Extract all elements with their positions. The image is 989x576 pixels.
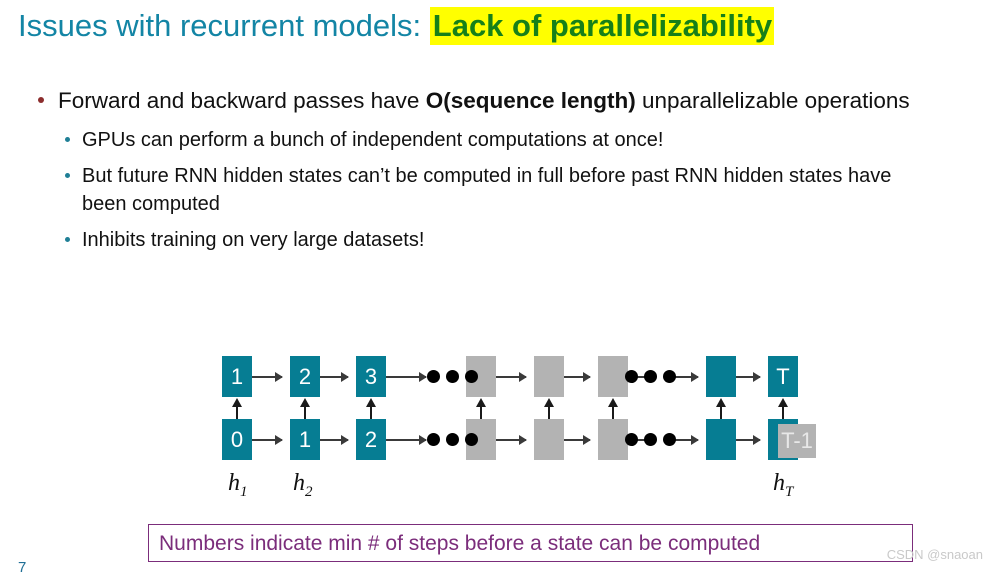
diagram-arrow-bottom-3 xyxy=(386,435,427,445)
diagram-vertical-arrow-2 xyxy=(300,398,310,419)
diagram-node-top-3: 3 xyxy=(356,356,386,397)
hidden-state-base: h xyxy=(228,470,240,496)
watermark: CSDN @snaoan xyxy=(886,547,983,562)
sub-bullet-marker-icon xyxy=(65,173,70,178)
bullet-list: Forward and backward passes have O(seque… xyxy=(18,86,918,262)
ellipsis-dot-icon xyxy=(427,370,440,383)
diagram-arrow-top-5 xyxy=(564,372,591,382)
hidden-state-subscript: T xyxy=(785,483,794,500)
diagram-ellipsis-top-left xyxy=(427,370,478,383)
diagram-node-bottom-2: 1 xyxy=(290,419,320,460)
diagram-node-bottom-7 xyxy=(706,419,736,460)
ellipsis-dot-icon xyxy=(446,370,459,383)
diagram-arrow-top-4 xyxy=(496,372,527,382)
hidden-state-label-h1: h1 xyxy=(228,470,248,501)
diagram-node-bottom-6 xyxy=(598,419,628,460)
bullet-marker-icon xyxy=(38,97,44,103)
diagram-arrow-bottom-7 xyxy=(666,435,699,445)
bullet-item-primary: Forward and backward passes have O(seque… xyxy=(18,86,918,116)
ellipsis-dot-icon xyxy=(644,370,657,383)
diagram-arrow-bottom-2 xyxy=(320,435,349,445)
diagram-arrow-top-1 xyxy=(252,372,283,382)
caption-text: Numbers indicate min # of steps before a… xyxy=(159,532,761,555)
hidden-state-base: h xyxy=(773,470,785,496)
sub-bullet-marker-icon xyxy=(65,237,70,242)
diagram-arrow-bottom-5 xyxy=(564,435,591,445)
diagram-arrow-top-2 xyxy=(320,372,349,382)
sub-bullet-text: GPUs can perform a bunch of independent … xyxy=(82,129,664,151)
diagram-arrow-top-7 xyxy=(666,372,699,382)
bullet-text-part-2: unparallelizable operations xyxy=(635,88,910,113)
ellipsis-dot-icon xyxy=(644,433,657,446)
diagram-ellipsis-bottom-right xyxy=(625,433,676,446)
page-title: Issues with recurrent models: Lack of pa… xyxy=(18,6,775,46)
page-title-highlight: Lack of parallelizability xyxy=(429,7,775,45)
diagram-arrow-bottom-8 xyxy=(736,435,761,445)
diagram-vertical-arrow-3 xyxy=(366,398,376,419)
ellipsis-dot-icon xyxy=(427,433,440,446)
diagram-node-bottom-5 xyxy=(534,419,564,460)
ellipsis-dot-icon xyxy=(465,370,478,383)
diagram-node-top-7 xyxy=(706,356,736,397)
diagram-ellipsis-top-right xyxy=(625,370,676,383)
diagram-arrow-top-3 xyxy=(386,372,427,382)
sub-bullet-text: Inhibits training on very large datasets… xyxy=(82,229,425,251)
hidden-state-label-hT: hT xyxy=(773,470,793,501)
diagram-vertical-arrow-7 xyxy=(716,398,726,419)
diagram-vertical-arrow-4 xyxy=(476,398,486,419)
caption-box: Numbers indicate min # of steps before a… xyxy=(148,524,913,562)
ellipsis-dot-icon xyxy=(465,433,478,446)
bullet-text-bold: O(sequence length) xyxy=(425,88,636,113)
diagram-vertical-arrow-8 xyxy=(778,398,788,419)
diagram-vertical-arrow-5 xyxy=(544,398,554,419)
page-title-plain: Issues with recurrent models: xyxy=(18,8,430,43)
diagram-node-bottom-3: 2 xyxy=(356,419,386,460)
diagram-node-top-5 xyxy=(534,356,564,397)
hidden-state-subscript: 1 xyxy=(240,483,248,500)
sub-bullet-list: GPUs can perform a bunch of independent … xyxy=(62,126,918,254)
ellipsis-dot-icon xyxy=(663,370,676,383)
diagram-arrow-bottom-4 xyxy=(496,435,527,445)
ellipsis-dot-icon xyxy=(625,370,638,383)
sub-bullet-item-gpus: GPUs can perform a bunch of independent … xyxy=(62,126,918,154)
diagram-node-overlay-T-minus-1: T-1 xyxy=(778,424,816,458)
page-number: 7 xyxy=(18,559,27,576)
rnn-unrolled-diagram: 1 2 3 T 0 1 2 T-1 xyxy=(0,336,989,516)
ellipsis-dot-icon xyxy=(663,433,676,446)
bullet-text-part-1: Forward and backward passes have xyxy=(58,88,426,113)
diagram-arrow-bottom-1 xyxy=(252,435,283,445)
diagram-node-top-T: T xyxy=(768,356,798,397)
diagram-vertical-arrow-1 xyxy=(232,398,242,419)
sub-bullet-text: But future RNN hidden states can’t be co… xyxy=(82,165,892,215)
diagram-node-bottom-1: 0 xyxy=(222,419,252,460)
hidden-state-subscript: 2 xyxy=(305,483,313,500)
diagram-node-top-2: 2 xyxy=(290,356,320,397)
ellipsis-dot-icon xyxy=(446,433,459,446)
diagram-vertical-arrow-6 xyxy=(608,398,618,419)
sub-bullet-item-rnn-states: But future RNN hidden states can’t be co… xyxy=(62,162,918,218)
hidden-state-base: h xyxy=(293,470,305,496)
sub-bullet-item-inhibits: Inhibits training on very large datasets… xyxy=(62,226,918,254)
diagram-ellipsis-bottom-left xyxy=(427,433,478,446)
diagram-node-top-6 xyxy=(598,356,628,397)
diagram-node-top-1: 1 xyxy=(222,356,252,397)
diagram-arrow-top-8 xyxy=(736,372,761,382)
sub-bullet-marker-icon xyxy=(65,137,70,142)
hidden-state-label-h2: h2 xyxy=(293,470,313,501)
ellipsis-dot-icon xyxy=(625,433,638,446)
